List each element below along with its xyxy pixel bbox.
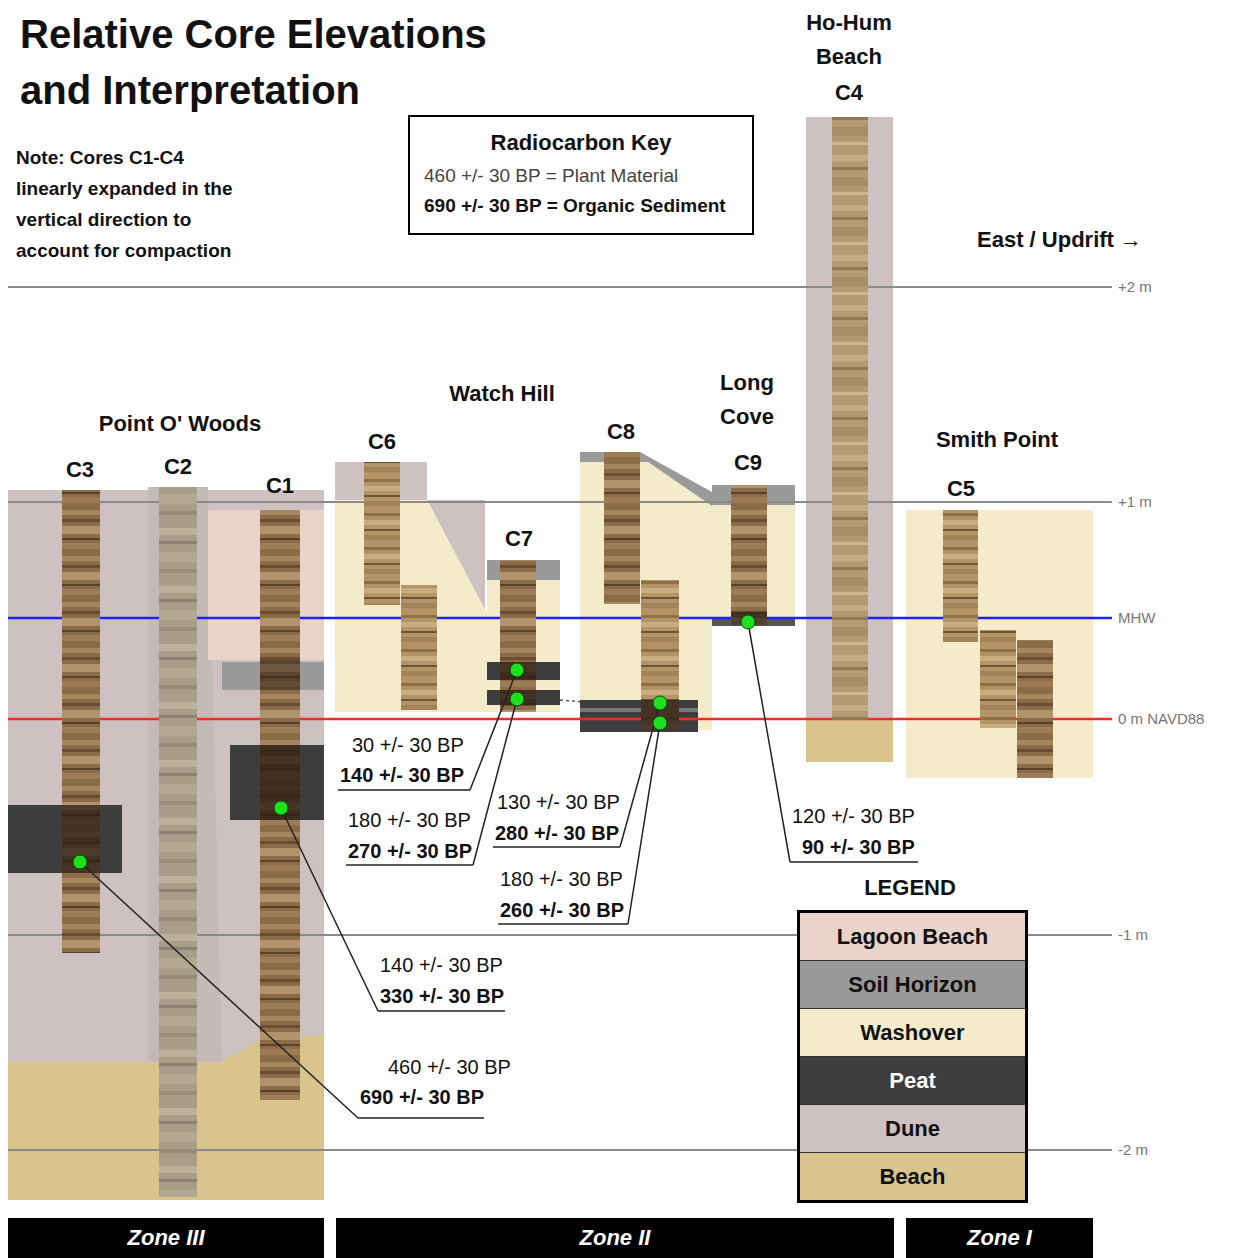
radiocarbon-date: 140 +/- 30 BP: [340, 764, 464, 786]
site-name: Long Cove: [707, 366, 787, 434]
radiocarbon-date: 690 +/- 30 BP: [360, 1086, 484, 1108]
legend-swatch: Lagoon Beach: [800, 913, 1025, 960]
radiocarbon-date: 270 +/- 30 BP: [348, 840, 472, 862]
zone-bar: Zone I: [906, 1218, 1093, 1258]
figure-title: Relative Core Elevations and Interpretat…: [20, 6, 540, 118]
legend-swatch: Dune: [800, 1105, 1025, 1152]
radiocarbon-date: 120 +/- 30 BP: [792, 805, 915, 827]
note-text: Note: Cores C1-C4 linearly expanded in t…: [16, 142, 246, 266]
core-label: C2: [164, 455, 192, 479]
legend-text: Lagoon Beach: [837, 924, 989, 950]
core-label: C9: [734, 451, 762, 475]
core-label: C8: [607, 420, 635, 444]
radiocarbon-date: 140 +/- 30 BP: [380, 954, 503, 976]
legend-box: Lagoon BeachSoil HorizonWashoverPeatDune…: [797, 910, 1028, 1203]
radiocarbon-date: 280 +/- 30 BP: [495, 822, 619, 844]
direction-label: East / Updrift →: [977, 228, 1142, 252]
legend-text: Dune: [885, 1116, 940, 1142]
site-name: Point O' Woods: [99, 412, 261, 436]
core-label: C5: [947, 477, 975, 501]
legend-swatch: Soil Horizon: [800, 961, 1025, 1008]
radiocarbon-date: 180 +/- 30 BP: [348, 809, 471, 831]
core-label: C6: [368, 430, 396, 454]
legend-text: Peat: [889, 1068, 935, 1094]
radiocarbon-date: 460 +/- 30 BP: [388, 1056, 511, 1078]
zone-bar: Zone III: [8, 1218, 324, 1258]
elevation-label: +1 m: [1118, 493, 1152, 510]
legend-swatch: Washover: [800, 1009, 1025, 1056]
elevation-label: +2 m: [1118, 278, 1152, 295]
legend-swatch: Beach: [800, 1153, 1025, 1200]
site-name: Smith Point: [936, 428, 1058, 452]
core-label: C7: [505, 527, 533, 551]
elevation-label: -2 m: [1118, 1141, 1148, 1158]
radiocarbon-date: 180 +/- 30 BP: [500, 868, 623, 890]
legend-text: Soil Horizon: [848, 972, 976, 998]
key-heading: Radiocarbon Key: [424, 125, 738, 161]
elevation-label: 0 m NAVD88: [1118, 710, 1204, 727]
radiocarbon-date: 130 +/- 30 BP: [497, 791, 620, 813]
zone-name: Zone III: [8, 1218, 324, 1258]
core-label: C1: [266, 474, 294, 498]
legend-swatch: Peat: [800, 1057, 1025, 1104]
radiocarbon-date: 330 +/- 30 BP: [380, 985, 504, 1007]
key-entry: 690 +/- 30 BP = Organic Sediment: [424, 191, 738, 221]
elevation-label: MHW: [1118, 609, 1156, 626]
zone-name: Zone I: [906, 1218, 1093, 1258]
site-name: Ho-Hum Beach: [799, 6, 899, 74]
key-box: Radiocarbon Key460 +/- 30 BP = Plant Mat…: [408, 115, 754, 235]
core-label: C3: [66, 458, 94, 482]
legend-text: Washover: [860, 1020, 964, 1046]
radiocarbon-date: 30 +/- 30 BP: [352, 734, 464, 756]
legend-text: Beach: [879, 1164, 945, 1190]
zone-name: Zone II: [336, 1218, 894, 1258]
radiocarbon-date: 90 +/- 30 BP: [802, 836, 915, 858]
core-label: C4: [835, 81, 863, 105]
radiocarbon-date: 260 +/- 30 BP: [500, 899, 624, 921]
key-entry: 460 +/- 30 BP = Plant Material: [424, 161, 738, 191]
elevation-label: -1 m: [1118, 926, 1148, 943]
legend-heading: LEGEND: [864, 876, 956, 900]
site-name: Watch Hill: [449, 382, 555, 406]
zone-bar: Zone II: [336, 1218, 894, 1258]
